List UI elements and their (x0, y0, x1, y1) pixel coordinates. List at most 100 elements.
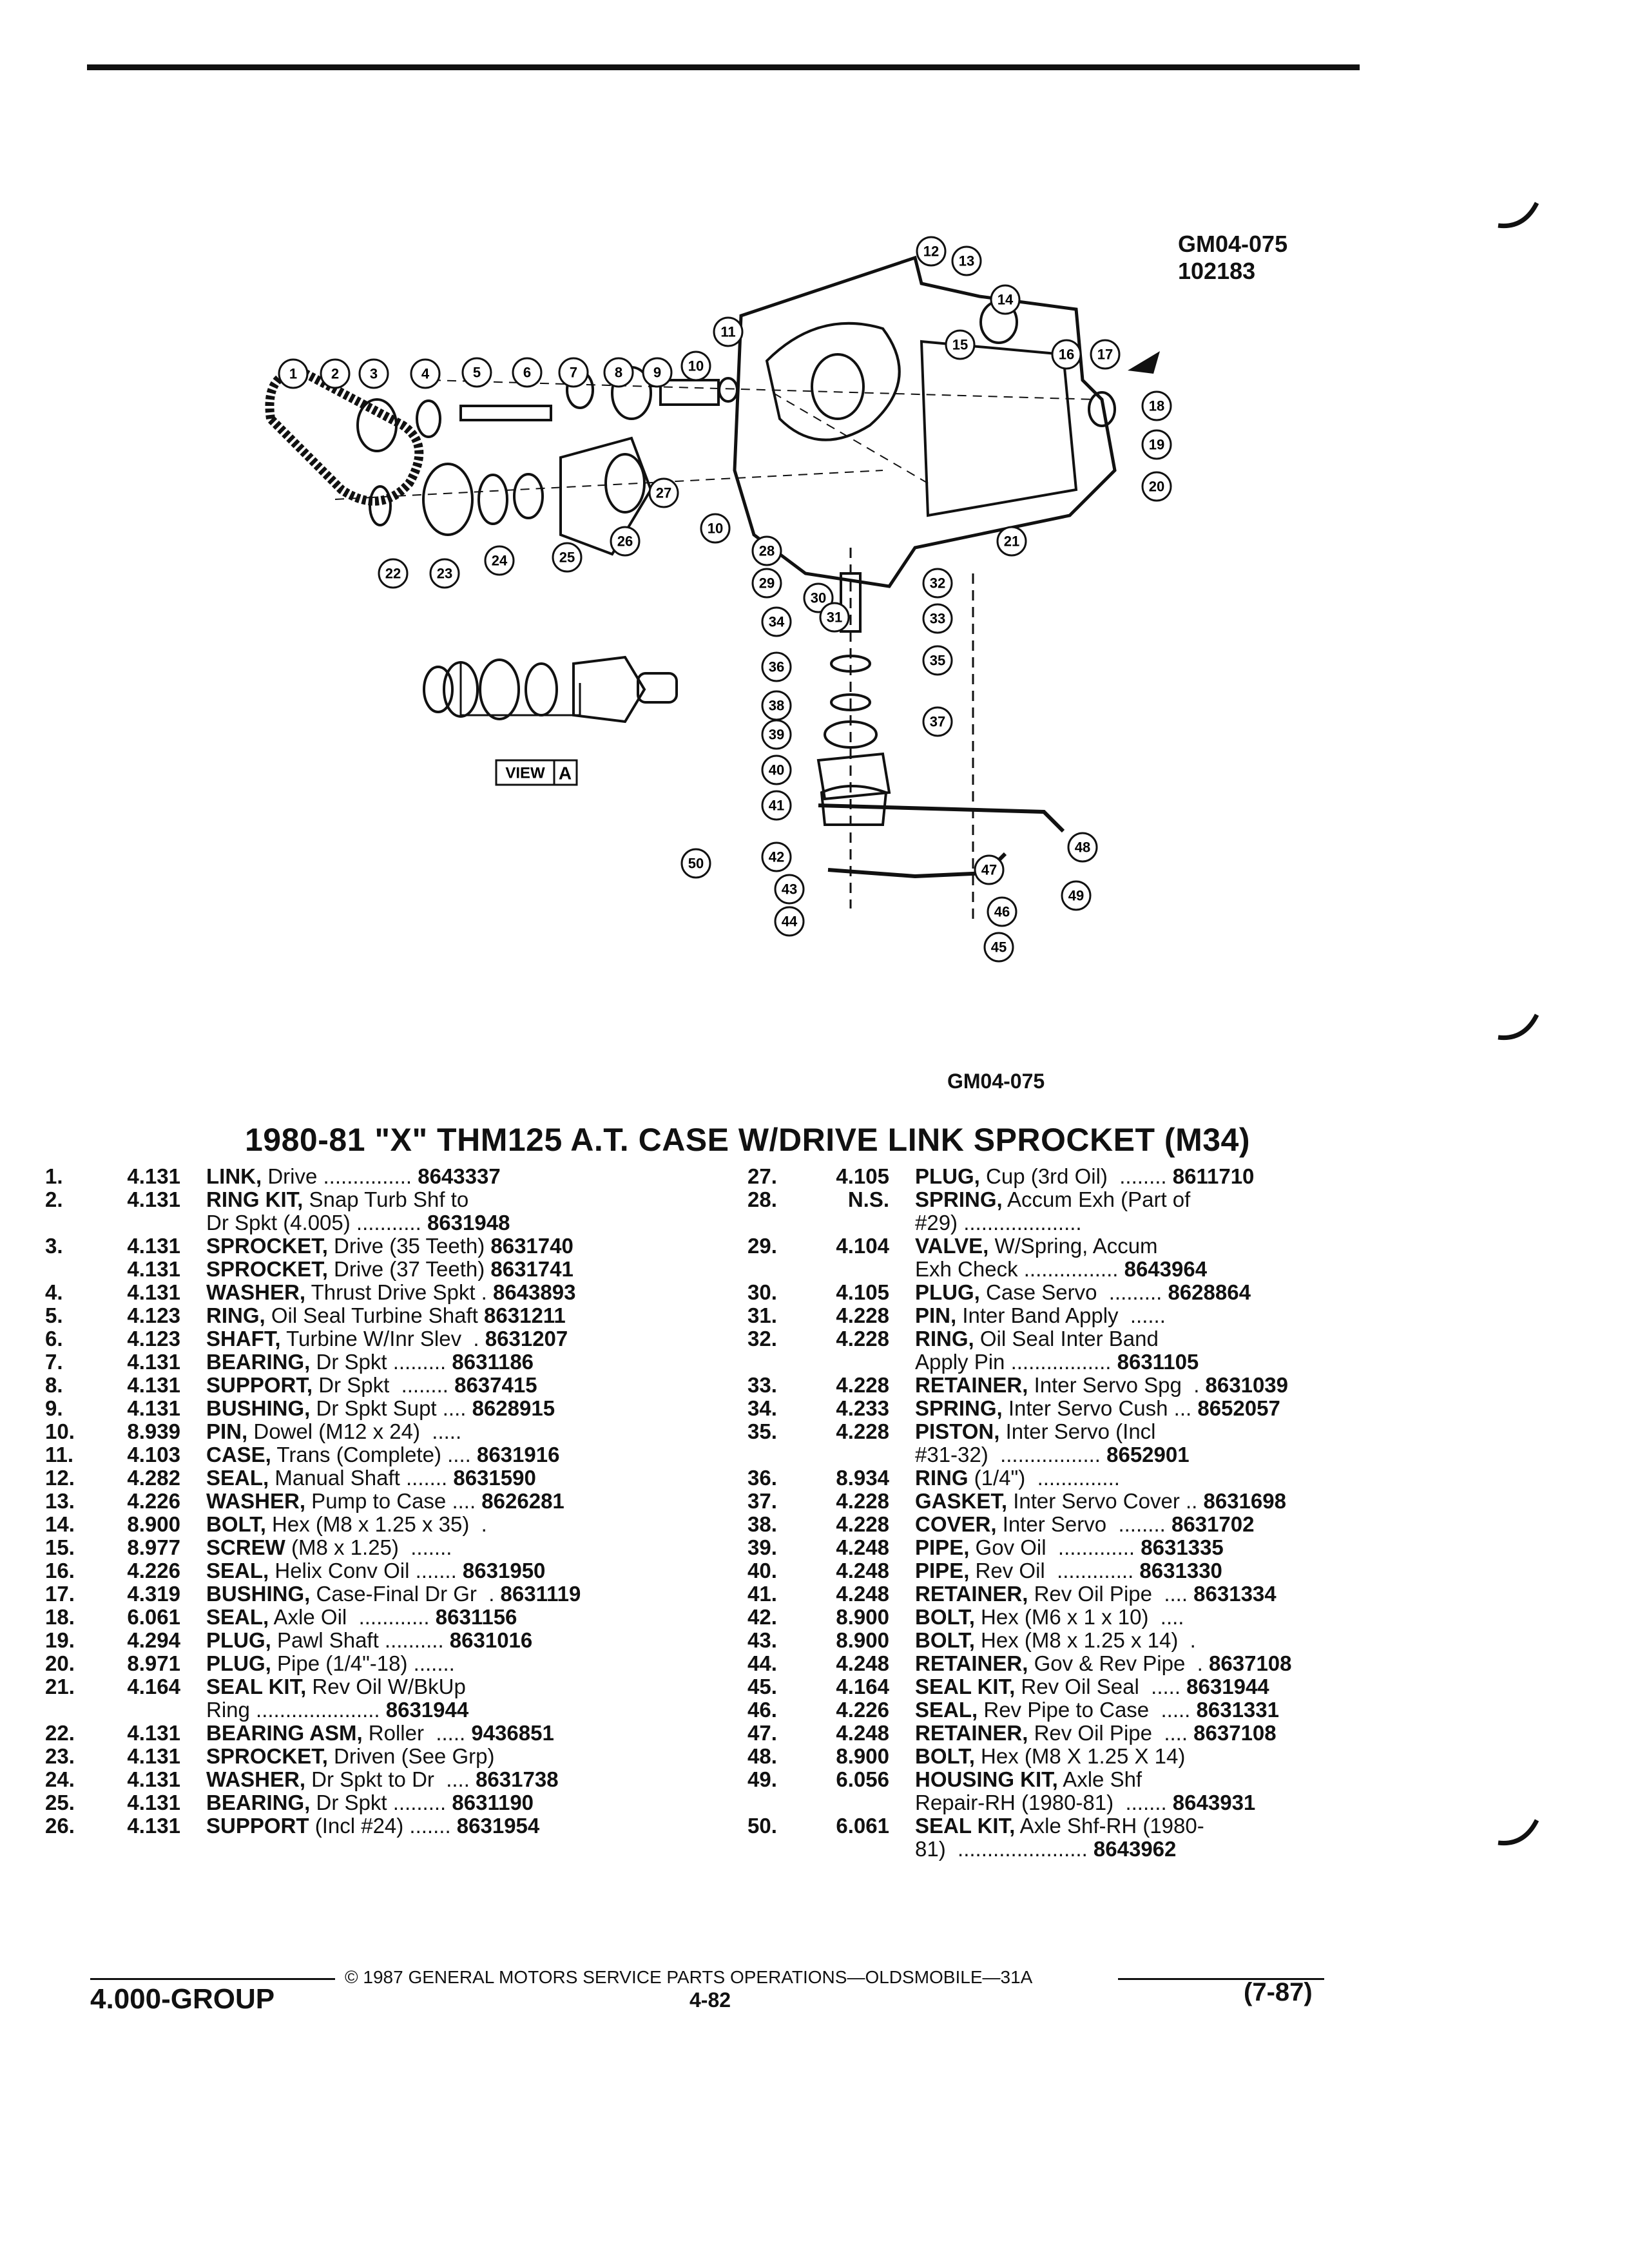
part-ref-number: 50. (747, 1814, 777, 1838)
part-detail: Inter Band Apply ...... (956, 1303, 1166, 1327)
part-ref-number: 11. (45, 1443, 74, 1466)
part-ref-number: 1. (45, 1164, 63, 1188)
part-number: 8637415 (448, 1373, 537, 1397)
part-group-number: 4.131 (127, 1350, 180, 1374)
callout-4: 4 (410, 358, 441, 389)
part-name: HOUSING KIT, (915, 1767, 1058, 1791)
part-detail: Snap Turb Shf to Dr Spkt (4.005) .......… (206, 1187, 469, 1235)
part-group-number: 4.104 (836, 1234, 889, 1258)
svg-text:32: 32 (930, 575, 945, 591)
part-name: PIN, (206, 1419, 248, 1443)
part-detail: Oil Seal Inter Band Apply Pin ..........… (915, 1327, 1159, 1374)
part-number: 8637108 (1202, 1651, 1292, 1675)
callout-47: 47 (974, 854, 1005, 885)
part-group-number: 4.248 (836, 1559, 889, 1582)
svg-text:VIEW: VIEW (505, 765, 545, 782)
part-ref-number: 8. (45, 1373, 63, 1397)
part-group-number: 4.131 (127, 1234, 180, 1258)
part-name: PLUG, (915, 1280, 980, 1304)
part-number: 8628864 (1162, 1280, 1251, 1304)
svg-text:19: 19 (1149, 437, 1164, 453)
part-number: 8631948 (421, 1211, 510, 1235)
part-ref-number: 32. (747, 1327, 777, 1350)
part-ref-number: 6. (45, 1327, 63, 1350)
part-group-number: 8.900 (836, 1628, 889, 1652)
part-number: 8631590 (447, 1466, 536, 1490)
svg-text:49: 49 (1068, 888, 1084, 904)
part-group-number: 8.900 (127, 1512, 180, 1536)
part-detail: Turbine W/Inr Slev . (280, 1327, 479, 1350)
part-number: 8631741 (485, 1257, 574, 1281)
part-ref-number: 9. (45, 1396, 63, 1420)
part-number: 8631330 (1133, 1559, 1222, 1582)
part-description: WASHER, Dr Spkt to Dr .... 8631738 (206, 1768, 706, 1791)
part-name: WASHER, (206, 1280, 306, 1304)
part-name: SPRING, (915, 1187, 1003, 1211)
part-number: 8631186 (446, 1350, 534, 1374)
part-group-number: 4.103 (127, 1443, 180, 1466)
revision-date: (7-87) (1244, 1978, 1313, 2006)
part-description: BUSHING, Case-Final Dr Gr . 8631119 (206, 1582, 706, 1606)
svg-text:10: 10 (688, 358, 704, 374)
callout-22: 22 (378, 558, 409, 589)
part-ref-number: 28. (747, 1187, 777, 1211)
part-name: SEAL KIT, (915, 1675, 1016, 1698)
part-description: SPROCKET, Drive (37 Teeth) 8631741 (206, 1258, 706, 1281)
part-name: BOLT, (915, 1744, 975, 1768)
callout-21: 21 (996, 526, 1027, 557)
part-group-number: 4.226 (127, 1559, 180, 1582)
part-detail: Hex (M6 x 1 x 10) .... (974, 1605, 1184, 1629)
part-name: SCREW (206, 1535, 285, 1559)
svg-text:10: 10 (708, 521, 723, 537)
part-group-number: 4.131 (127, 1164, 180, 1188)
callout-30: 30 (803, 582, 834, 613)
part-description: BOLT, Hex (M8 X 1.25 X 14) (915, 1745, 1579, 1768)
callout-49: 49 (1061, 880, 1092, 911)
part-description: BOLT, Hex (M8 x 1.25 x 14) . (915, 1629, 1579, 1652)
part-ref-number: 29. (747, 1234, 777, 1258)
part-ref-number: 12. (45, 1466, 75, 1490)
part-number: 8626281 (476, 1489, 564, 1513)
part-name: RING, (915, 1327, 974, 1350)
part-name: SPRING, (915, 1396, 1003, 1420)
part-detail: Dr Spkt ........ (313, 1373, 448, 1397)
svg-text:50: 50 (688, 856, 704, 872)
svg-text:24: 24 (492, 553, 508, 569)
callout-40: 40 (761, 754, 792, 785)
callout-27: 27 (648, 477, 679, 508)
svg-text:35: 35 (930, 653, 945, 669)
callout-50: 50 (680, 848, 711, 879)
callout-14: 14 (990, 284, 1021, 315)
svg-text:21: 21 (1004, 533, 1019, 550)
callout-24: 24 (484, 545, 515, 576)
callout-10: 10 (700, 513, 731, 544)
footer-rule-left (90, 1978, 335, 1980)
part-description: BOLT, Hex (M6 x 1 x 10) .... (915, 1606, 1579, 1629)
top-rule (87, 64, 1360, 70)
part-group-number: 4.228 (836, 1512, 889, 1536)
part-detail: W/Spring, Accum Exh Check ..............… (915, 1234, 1158, 1281)
part-name: RETAINER, (915, 1721, 1028, 1745)
part-ref-number: 43. (747, 1628, 777, 1652)
part-group-number: 4.131 (127, 1187, 180, 1211)
part-group-number: 4.131 (127, 1767, 180, 1791)
part-detail: Inter Servo Cush ... (1002, 1396, 1192, 1420)
part-group-number: 4.248 (836, 1721, 889, 1745)
part-detail: Hex (M8 x 1.25 x 14) . (974, 1628, 1196, 1652)
part-name: SPROCKET, (206, 1257, 328, 1281)
part-number: 8631334 (1188, 1582, 1277, 1606)
